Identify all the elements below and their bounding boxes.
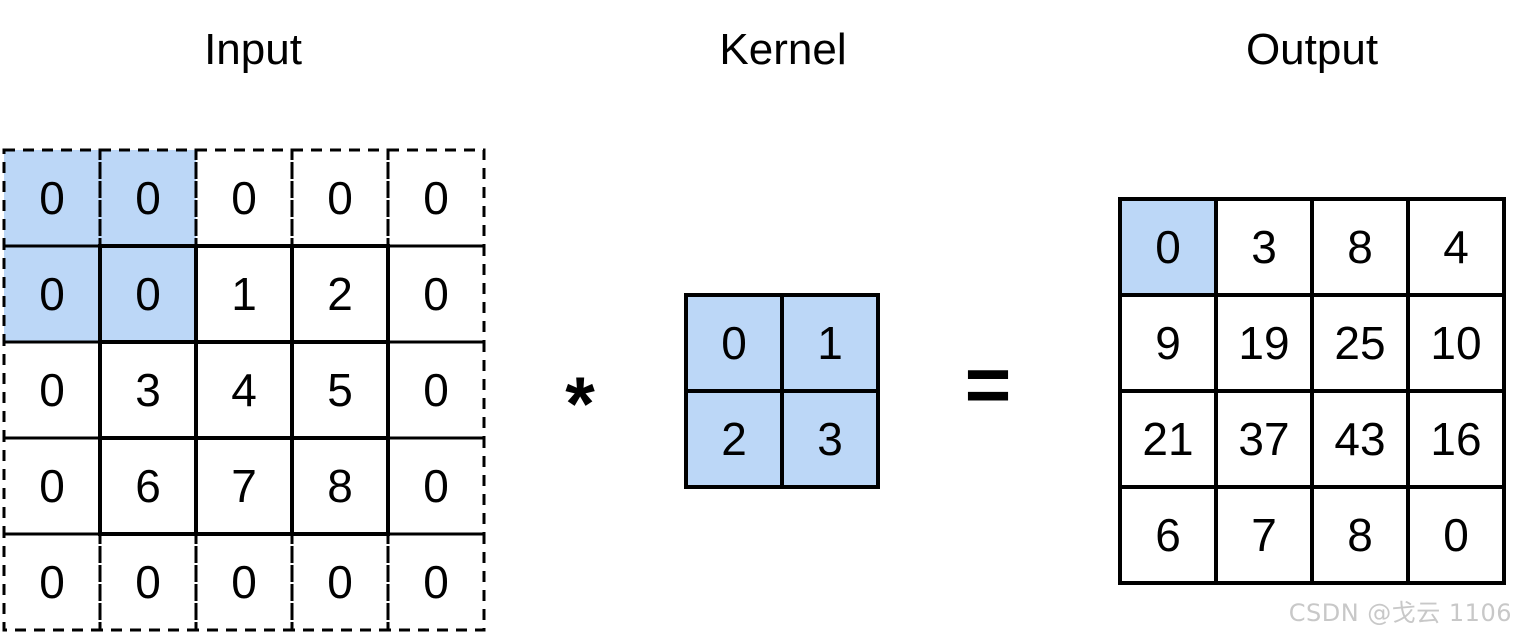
output-value: 4 (1443, 221, 1469, 273)
input-value: 0 (423, 268, 449, 320)
input-inner-cell-border (290, 436, 390, 536)
output-grid: 0 3 8 4 9 19 25 10 21 37 43 16 6 7 8 0 (1118, 197, 1506, 585)
input-padding-cell (386, 340, 486, 440)
output-value: 43 (1334, 413, 1385, 465)
input-value: 0 (135, 172, 161, 224)
output-value: 25 (1334, 317, 1385, 369)
output-value: 7 (1251, 509, 1277, 561)
input-value: 0 (327, 172, 353, 224)
equals-operator: = (965, 340, 1012, 429)
output-value: 6 (1155, 509, 1181, 561)
input-value: 0 (231, 172, 257, 224)
output-value: 0 (1443, 509, 1469, 561)
input-value: 0 (39, 268, 65, 320)
input-padding-cell (290, 148, 390, 248)
input-cell-highlight (100, 246, 196, 342)
input-value: 0 (423, 172, 449, 224)
input-cell-highlight (4, 246, 100, 342)
output-value: 19 (1238, 317, 1289, 369)
output-value: 0 (1155, 221, 1181, 273)
input-value: 8 (327, 460, 353, 512)
input-value: 6 (135, 460, 161, 512)
input-value: 0 (39, 460, 65, 512)
kernel-cell (780, 389, 880, 489)
input-value: 1 (231, 268, 257, 320)
kernel-title: Kernel (719, 25, 846, 74)
output-value: 9 (1155, 317, 1181, 369)
input-grid: 0 0 0 0 0 0 0 1 2 0 0 3 4 5 0 0 6 7 8 0 0 0 0 0 0 (2, 148, 486, 632)
output-cell (1406, 485, 1506, 585)
input-value: 0 (327, 556, 353, 608)
kernel-grid: 0 1 2 3 (684, 293, 880, 489)
input-padding-cell (386, 436, 486, 536)
output-value: 3 (1251, 221, 1277, 273)
input-value: 0 (423, 364, 449, 416)
input-value: 0 (423, 460, 449, 512)
input-padding-cell (386, 148, 486, 248)
input-cell-highlight (100, 150, 196, 246)
input-title: Input (204, 25, 302, 74)
input-padding-cell (2, 532, 102, 632)
input-value: 3 (135, 364, 161, 416)
input-value: 0 (423, 556, 449, 608)
input-padding-cell (2, 148, 102, 248)
output-cell-highlight (1120, 199, 1216, 295)
watermark: CSDN @戈云 1106 (1288, 599, 1512, 627)
output-value: 8 (1347, 509, 1373, 561)
output-value: 16 (1430, 413, 1481, 465)
input-value: 0 (135, 556, 161, 608)
output-value: 8 (1347, 221, 1373, 273)
input-value: 0 (39, 556, 65, 608)
kernel-value: 3 (817, 413, 843, 465)
output-title: Output (1246, 25, 1378, 74)
input-value: 0 (39, 364, 65, 416)
input-value: 0 (39, 172, 65, 224)
input-padding-cell (98, 148, 198, 248)
input-value: 7 (231, 460, 257, 512)
convolve-operator: * (565, 362, 595, 447)
output-value: 10 (1430, 317, 1481, 369)
input-padding-cell (194, 148, 294, 248)
input-padding-cell (386, 532, 486, 632)
output-value: 37 (1238, 413, 1289, 465)
input-value: 4 (231, 364, 257, 416)
kernel-value: 0 (721, 317, 747, 369)
input-padding-cell (386, 244, 486, 344)
input-value: 2 (327, 268, 353, 320)
input-value: 5 (327, 364, 353, 416)
kernel-cell-highlight (782, 295, 878, 391)
kernel-cell-highlight (686, 295, 782, 391)
input-value: 0 (135, 268, 161, 320)
kernel-cell-highlight (686, 391, 782, 487)
kernel-value: 1 (817, 317, 843, 369)
output-value: 21 (1142, 413, 1193, 465)
kernel-value: 2 (721, 413, 747, 465)
input-cell-highlight (4, 150, 100, 246)
input-value: 0 (231, 556, 257, 608)
kernel-cell-highlight (782, 391, 878, 487)
